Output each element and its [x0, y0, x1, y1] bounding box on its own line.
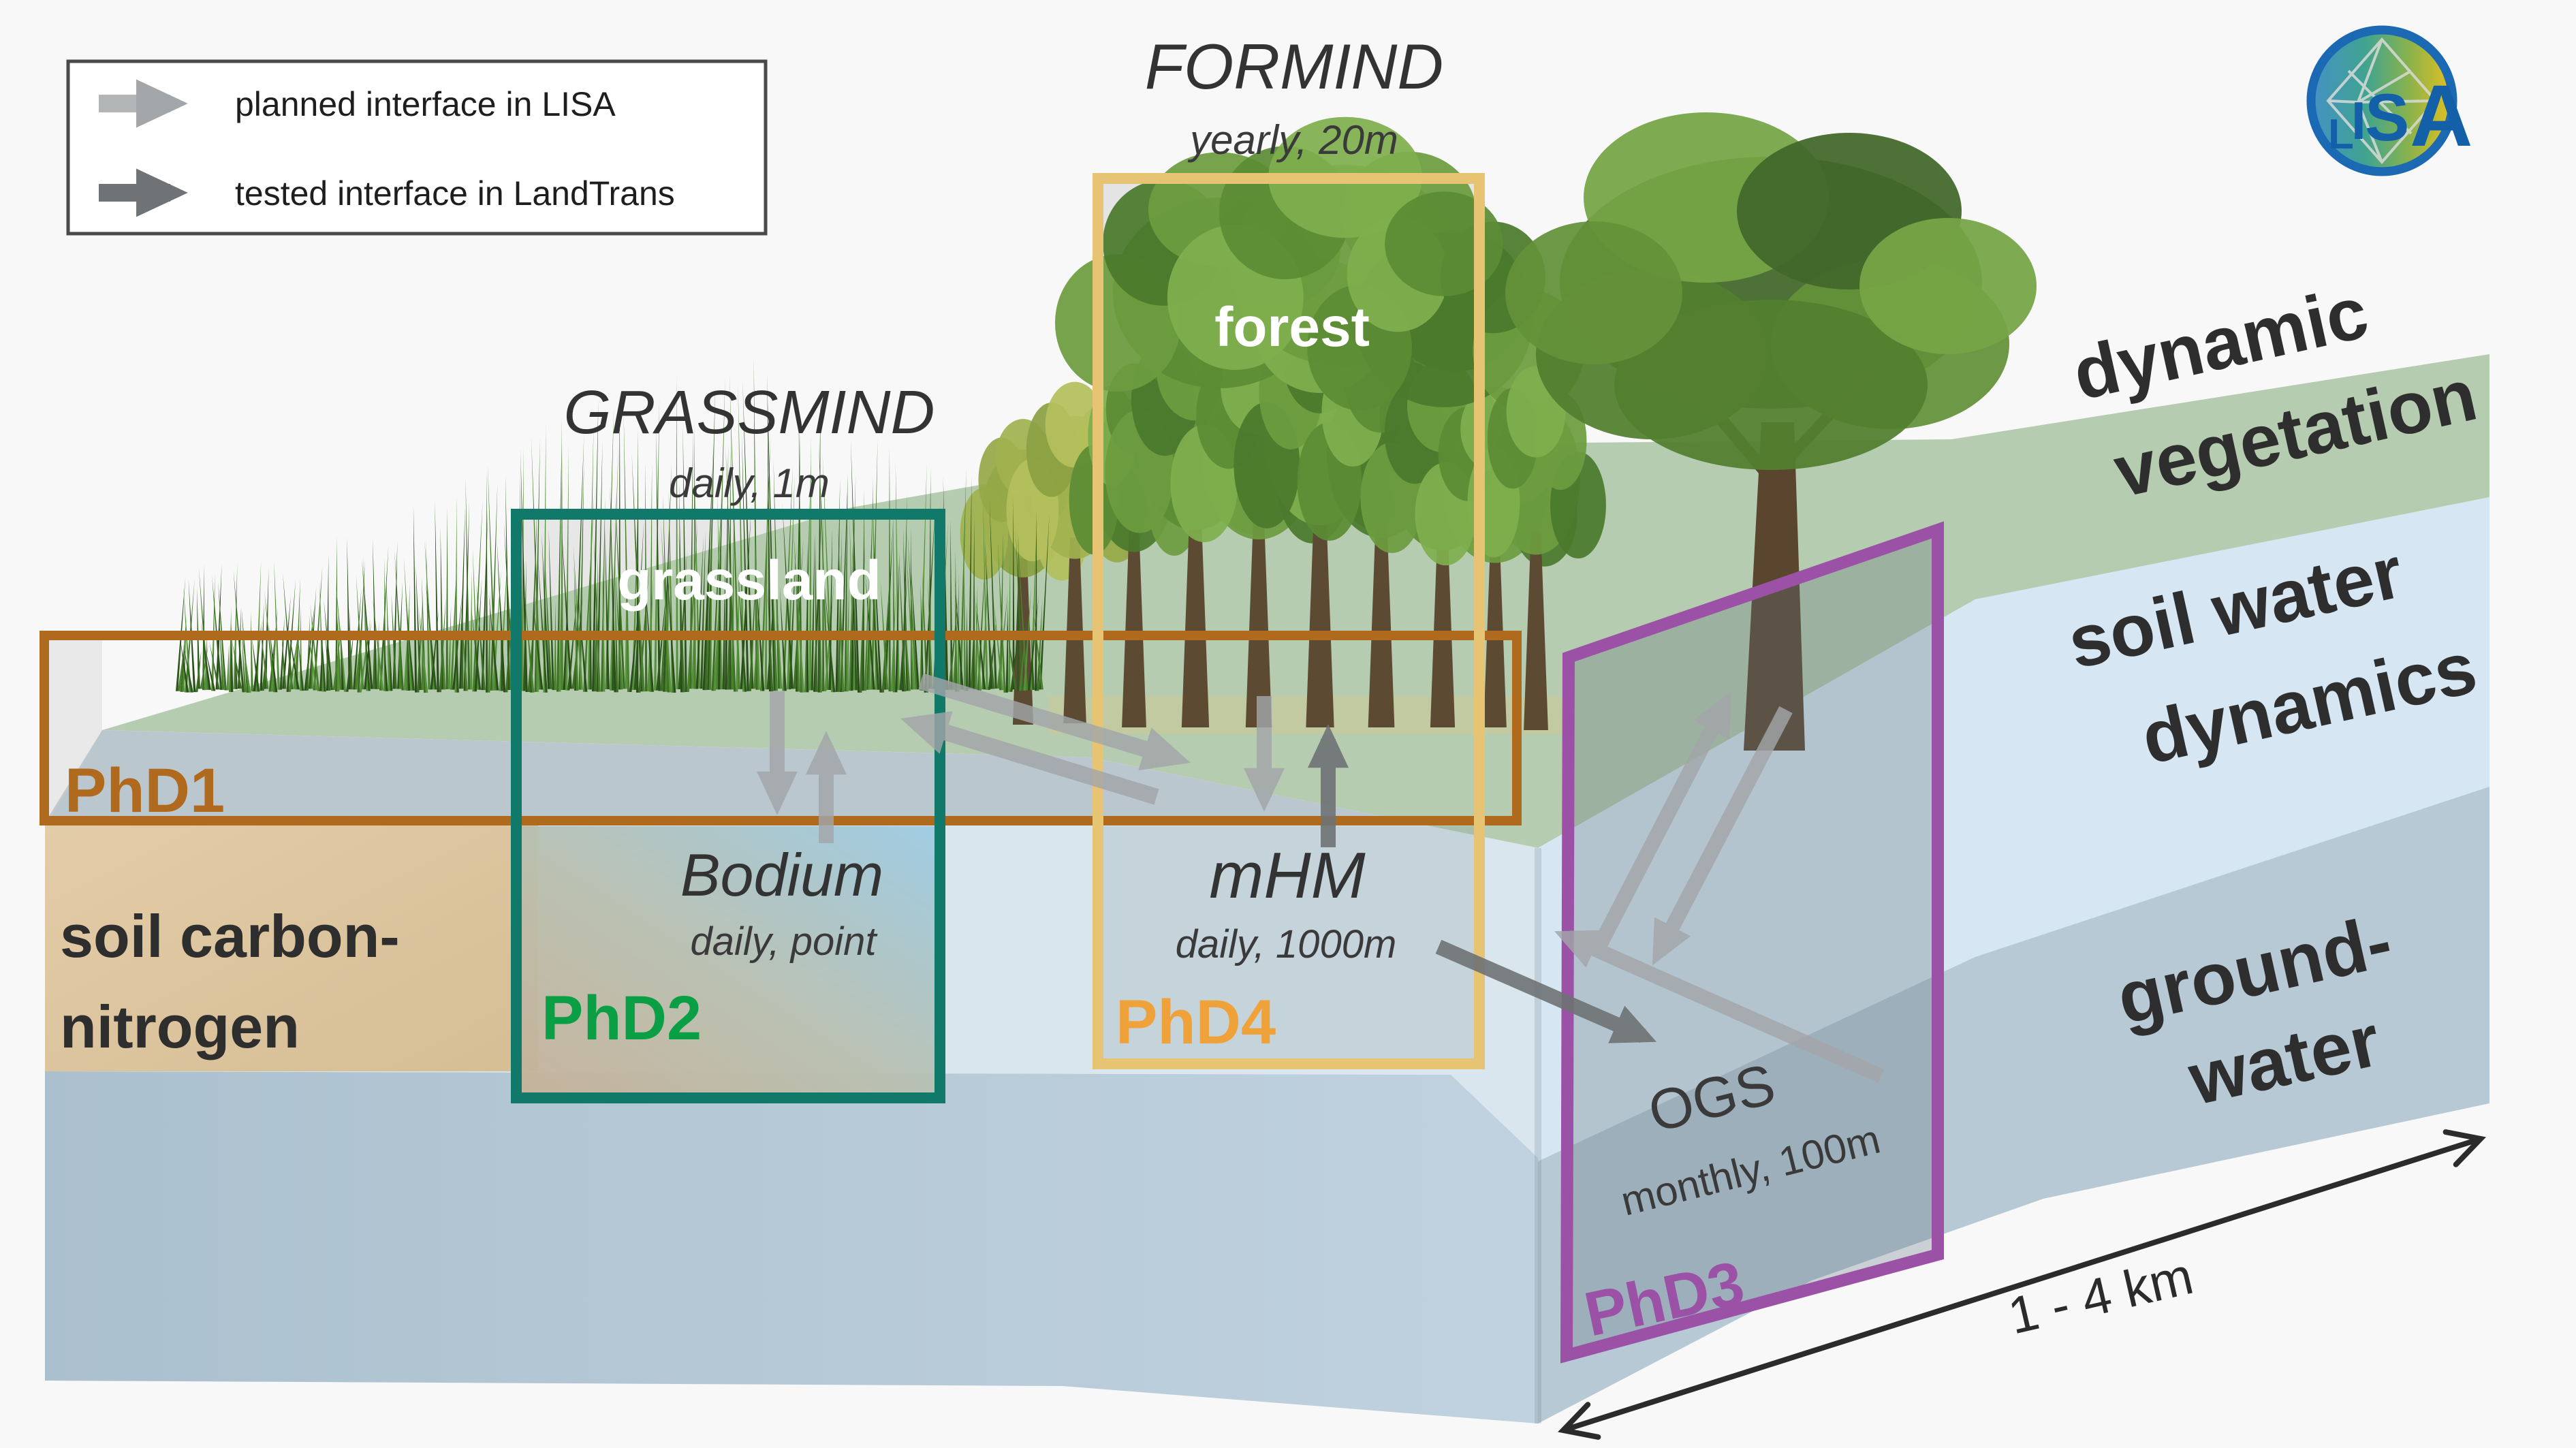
formind-resolution: yearly, 20m	[1187, 117, 1398, 163]
mhm-resolution: daily, 1000m	[1176, 922, 1397, 966]
phd1-box	[40, 631, 1522, 825]
grassmind-resolution: daily, 1m	[669, 460, 830, 506]
legend-planned-label: planned interface in LISA	[235, 85, 616, 123]
soil-carbon-label-line1: soil carbon-	[60, 902, 400, 970]
forest-label: forest	[1214, 296, 1370, 358]
mhm-title: mHM	[1209, 839, 1365, 912]
phd4-box	[1093, 173, 1485, 1069]
phd3-pane	[1567, 530, 1938, 1355]
logo-text: LISA	[2328, 67, 2472, 165]
bodium-resolution: daily, point	[691, 919, 879, 964]
legend-tested-label: tested interface in LandTrans	[235, 174, 675, 213]
interface-arrows	[756, 673, 1885, 1084]
phd1-label: PhD1	[65, 756, 225, 825]
legend: planned interface in LISA tested interfa…	[66, 59, 768, 236]
grassland-label: grassland	[617, 550, 881, 612]
scale-double-arrow	[1558, 1129, 2486, 1440]
phd4-label: PhD4	[1116, 988, 1276, 1057]
terrain-root-zone-tint	[46, 730, 1407, 821]
mhm-interior	[1103, 826, 1474, 1059]
bodium-interior	[522, 826, 934, 1093]
soil-carbon-label-line2: nitrogen	[60, 993, 300, 1060]
lisa-logo: LISA	[2306, 25, 2472, 176]
phd2-box	[511, 509, 945, 1103]
grass-illustration	[176, 357, 1050, 693]
phd2-label: PhD2	[541, 983, 702, 1053]
arrow-planned-ogs-to-mhm	[1554, 930, 1885, 1084]
arrow-planned-surface-to-ogs	[1652, 706, 1793, 966]
grassmind-title: GRASSMIND	[563, 379, 934, 447]
terrain-groundwater-front	[45, 1071, 1538, 1423]
terrain-soil-carbon-front	[45, 821, 538, 1071]
arrow-planned-ogs-to-surface	[1590, 691, 1732, 954]
formind-title: FORMIND	[1145, 31, 1444, 102]
arrow-planned-grass-to-mhm	[918, 673, 1191, 770]
arrow-tested-mhm-to-ogs	[1435, 939, 1657, 1043]
arrow-planned-mhm-to-grass	[900, 711, 1159, 805]
logo-catchment-mesh	[2326, 37, 2438, 165]
bodium-title: Bodium	[680, 841, 883, 909]
terrain-top-surface	[102, 354, 2489, 848]
terrain-right-face-soil-water	[1538, 497, 2489, 1161]
